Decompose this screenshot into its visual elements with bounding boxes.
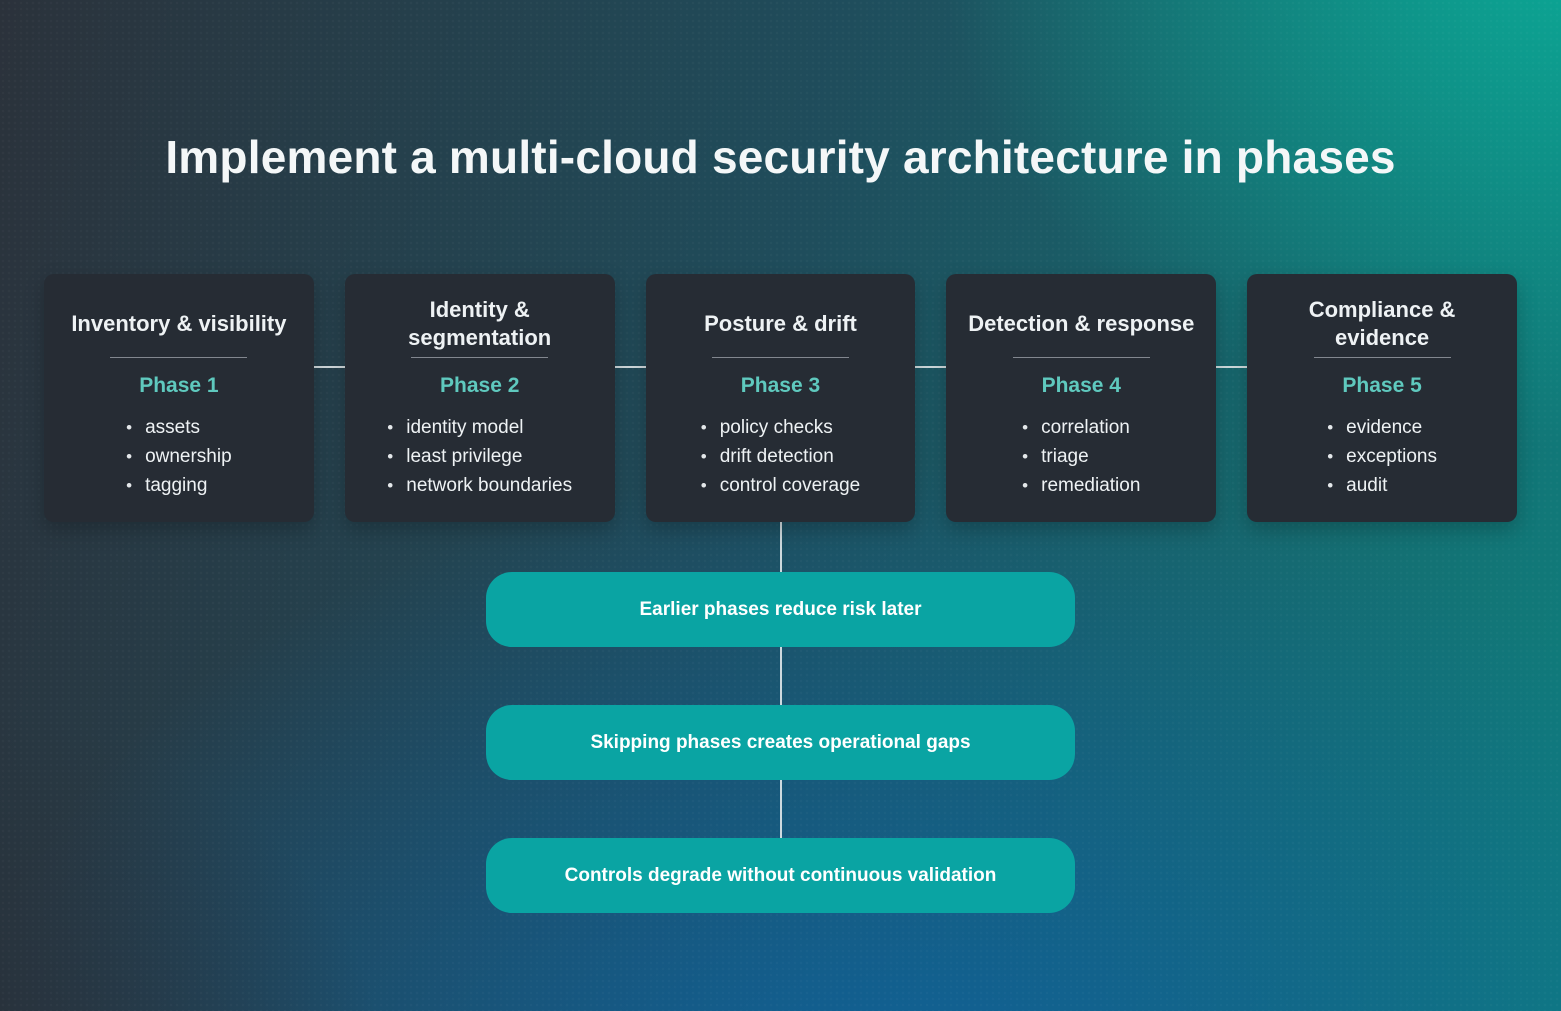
card-divider [1313,357,1451,358]
bullet-item: assets [126,413,232,442]
callout-text: Skipping phases creates operational gaps [590,731,971,753]
bullet-item: least privilege [387,442,572,471]
callout-text: Controls degrade without continuous vali… [564,864,997,886]
bullet-item: network boundaries [387,471,572,500]
callout-banner-2: Skipping phases creates operational gaps [486,705,1075,780]
bullet-item: tagging [126,471,232,500]
bullet-item: remediation [1022,471,1140,500]
phase-card-title: Identity & segmentation [408,297,552,350]
callout-text: Earlier phases reduce risk later [639,598,922,620]
bullet-item: ownership [126,442,232,471]
bullet-item: exceptions [1327,442,1437,471]
bullet-text: exceptions [1346,446,1437,467]
phase-bullet-list: assets ownership tagging [126,413,232,500]
phase-card-4: Detection & response Phase 4 correlation… [946,274,1217,522]
bullet-text: assets [145,417,200,438]
bullet-text: evidence [1346,417,1423,438]
phase-card-title: Posture & drift [704,310,857,336]
phase-label: Phase 2 [440,374,520,397]
card-divider [411,357,549,358]
phase-bullet-list: evidence exceptions audit [1327,413,1437,500]
phase-bullet-list: policy checks drift detection control co… [701,413,860,500]
callout-banner-3: Controls degrade without continuous vali… [486,838,1075,913]
phase-label: Phase 3 [740,374,821,397]
bullet-item: identity model [387,413,572,442]
phase-bullet-list: correlation triage remediation [1022,413,1140,500]
bullet-item: drift detection [701,442,860,471]
callout-banner-1: Earlier phases reduce risk later [486,572,1075,647]
phase-label: Phase 1 [139,374,219,397]
bullet-item: evidence [1327,413,1437,442]
bullet-text: remediation [1041,475,1141,496]
bullet-text: audit [1346,475,1388,496]
bullet-text: control coverage [719,475,861,496]
bullet-text: tagging [145,475,208,496]
card-divider [110,357,248,358]
bullet-item: triage [1022,442,1140,471]
phase-cards-row: Inventory & visibility Phase 1 assets ow… [44,274,1517,522]
bullet-text: policy checks [719,417,833,438]
callout-connector-line [780,522,782,876]
bullet-text: network boundaries [406,475,573,496]
bullet-item: audit [1327,471,1437,500]
phase-card-title: Inventory & visibility [71,310,287,336]
phase-bullet-list: identity model least privilege network b… [387,413,572,500]
phase-card-5: Compliance & evidence Phase 5 evidence e… [1247,274,1517,522]
phase-card-1: Inventory & visibility Phase 1 assets ow… [44,274,314,522]
card-divider [1012,357,1150,358]
page-title: Implement a multi-cloud security archite… [165,131,1396,183]
bullet-text: least privilege [406,446,523,467]
bullet-item: control coverage [701,471,860,500]
bullet-text: correlation [1041,417,1130,438]
phase-card-title: Detection & response [968,310,1195,336]
phase-card-3: Posture & drift Phase 3 policy checks dr… [645,274,916,522]
phase-label: Phase 4 [1041,374,1121,397]
phase-card-title: Compliance & evidence [1308,297,1456,350]
phase-card-2: Identity & segmentation Phase 2 identity… [344,274,615,522]
bullet-text: ownership [145,446,232,467]
bullet-text: drift detection [719,446,834,467]
bullet-text: triage [1041,446,1089,467]
bullet-item: policy checks [701,413,860,442]
card-divider [711,357,849,358]
bullet-text: identity model [406,417,524,438]
phase-label: Phase 5 [1342,374,1422,397]
bullet-item: correlation [1022,413,1140,442]
